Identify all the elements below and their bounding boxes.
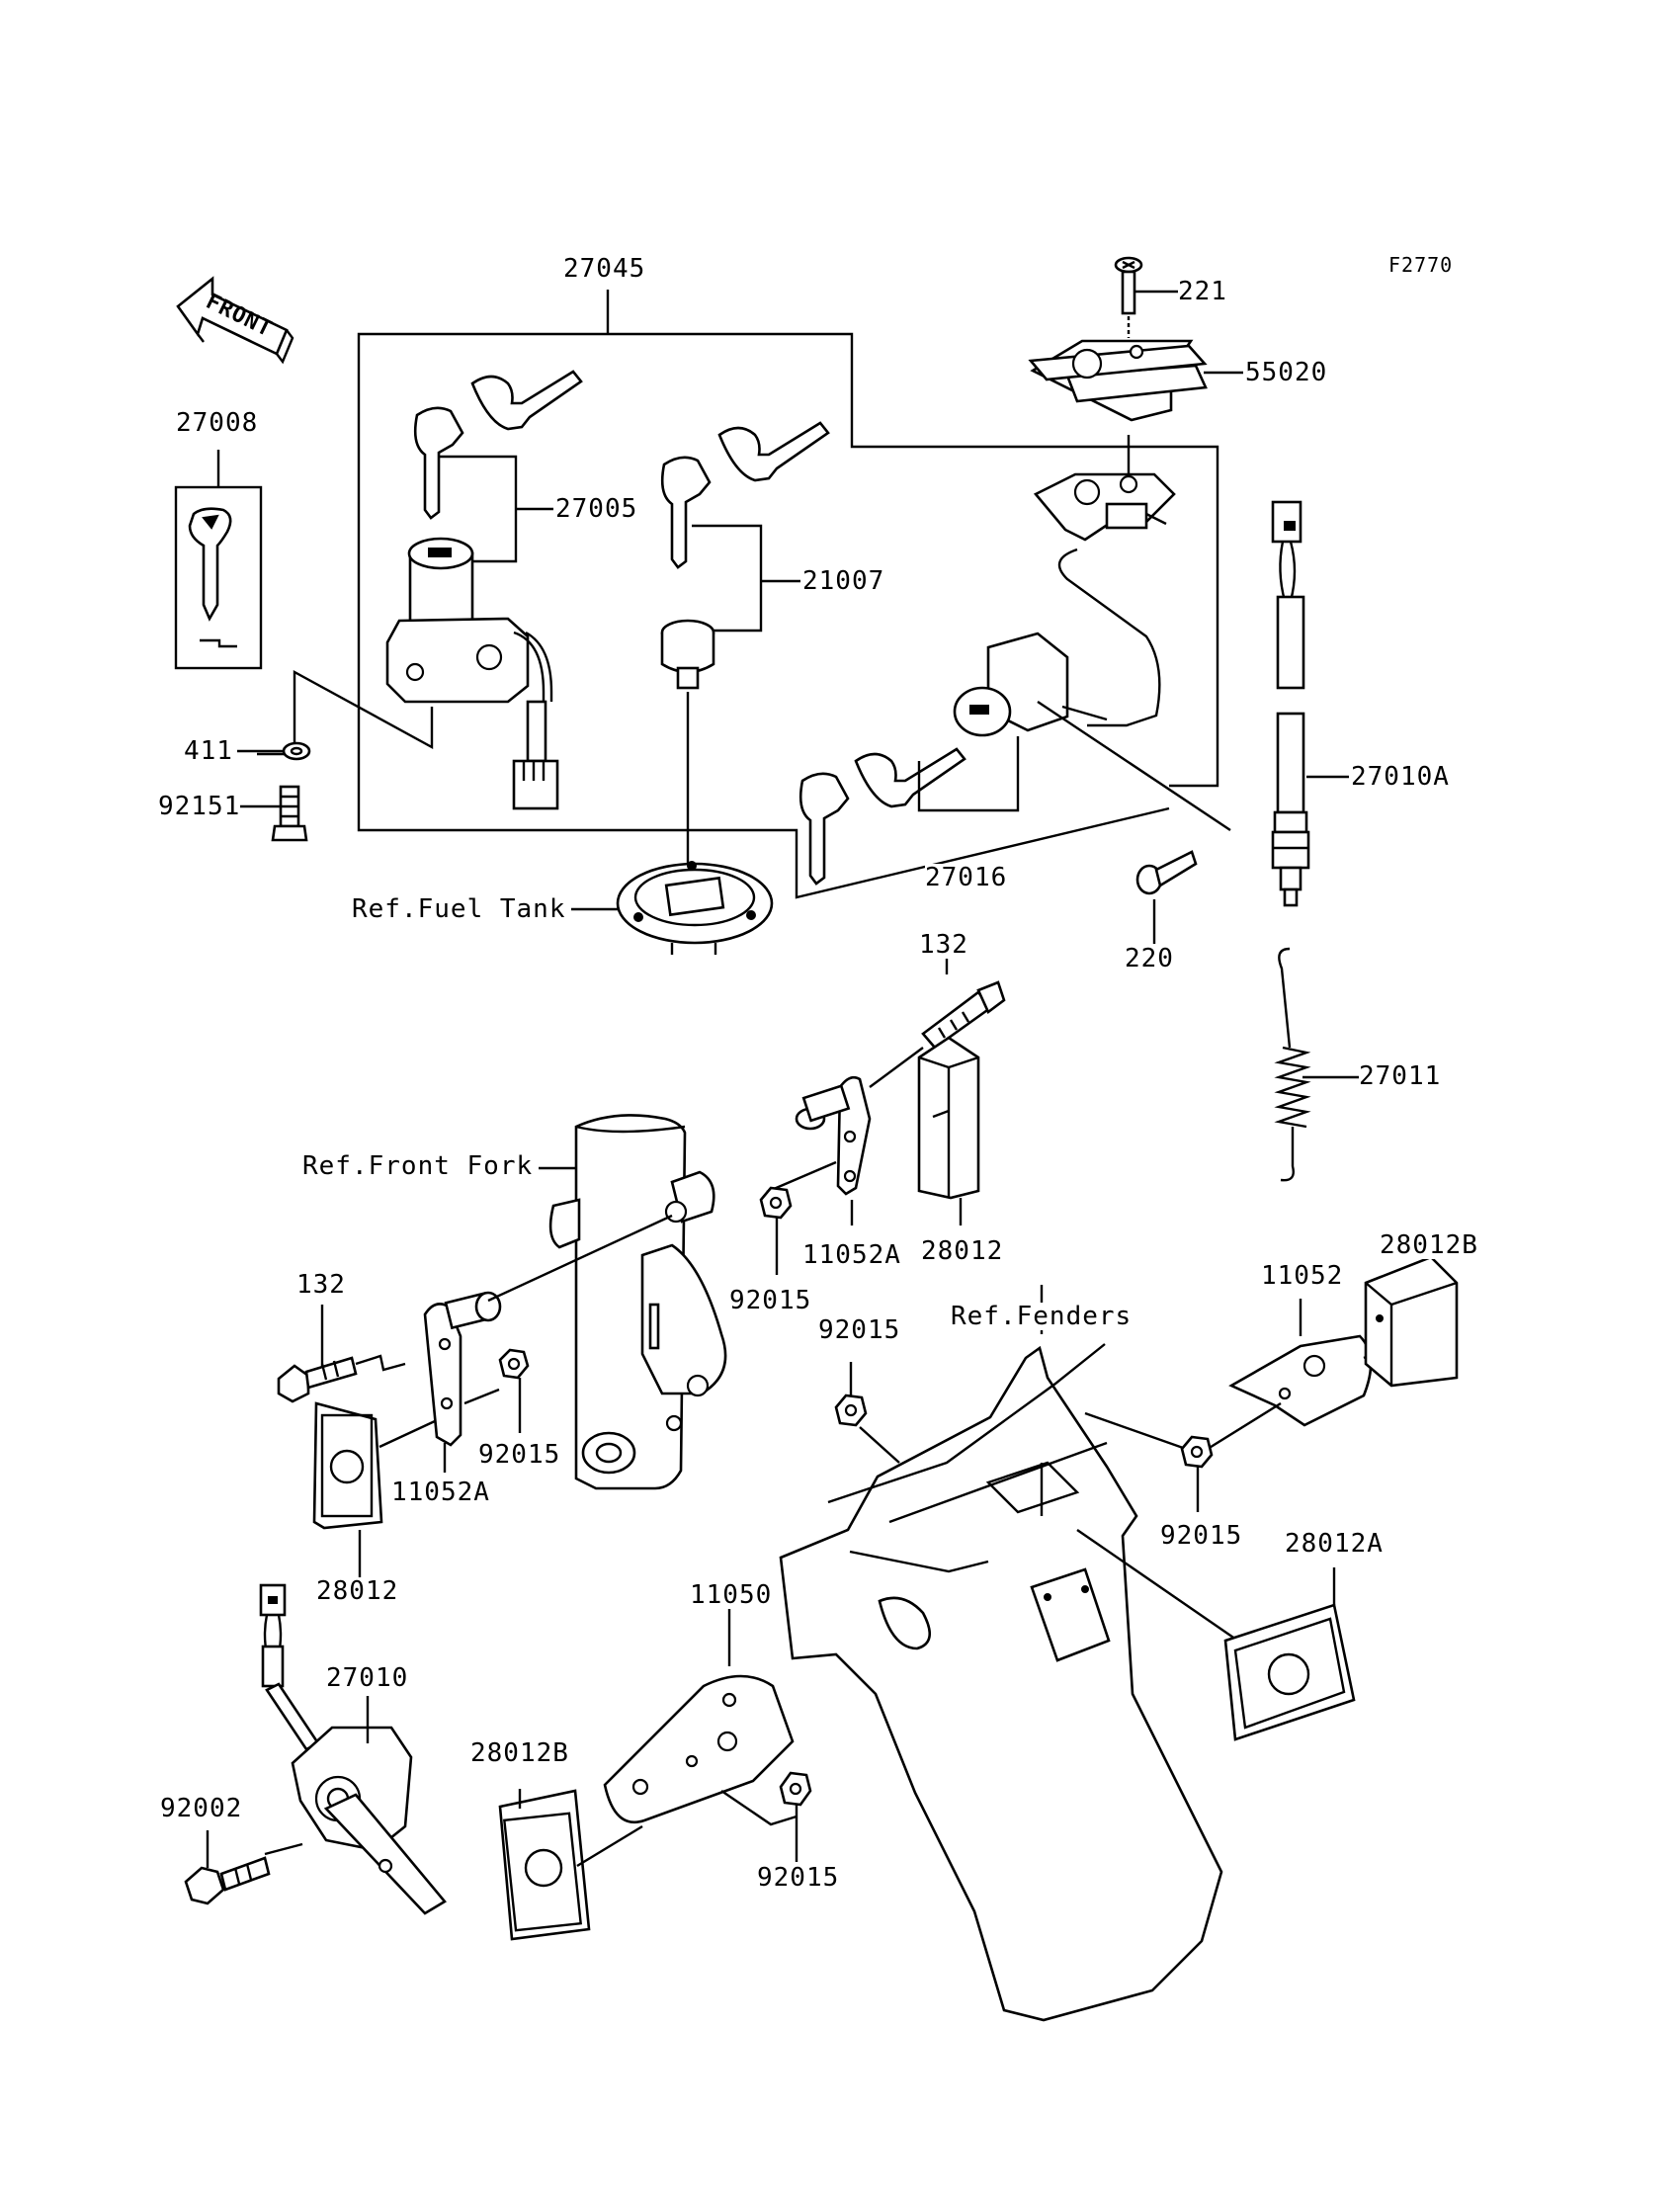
seat-lock-holder: [1033, 435, 1176, 727]
front-arrow-icon: [176, 276, 294, 365]
screw-221: [1114, 256, 1178, 338]
bracket-11052A-upper: [766, 1075, 872, 1225]
callout-28012-upper: 28012: [921, 1236, 1004, 1266]
bracket-11052A-lower: [378, 1214, 673, 1473]
lock-cylinder-cap: [660, 619, 715, 870]
callout-27016: 27016: [925, 863, 1008, 892]
callout-ref-front-fork: Ref.Front Fork: [302, 1151, 534, 1181]
callout-221: 221: [1178, 277, 1227, 306]
washer-411: [237, 741, 311, 761]
nut-92015-fender: [834, 1362, 868, 1427]
callout-92002: 92002: [160, 1794, 243, 1823]
rear-fender: [779, 1285, 1256, 2022]
front-fork: [539, 1114, 727, 1490]
keys-21007: [660, 421, 830, 633]
callout-92151: 92151: [158, 792, 241, 821]
callout-27011: 27011: [1359, 1061, 1442, 1091]
callout-21007: 21007: [802, 566, 885, 596]
seat-lock: [953, 632, 1231, 831]
bolt-92002: [184, 1830, 271, 1905]
callout-11050: 11050: [690, 1580, 773, 1610]
nut-92015-upper: [759, 1186, 793, 1275]
bolt-92151: [239, 785, 308, 842]
reflector-28012B-upper: [1364, 1241, 1459, 1388]
nut-92015-bracket: [779, 1771, 812, 1862]
callout-220: 220: [1125, 944, 1174, 973]
callout-ref-fenders: Ref.Fenders: [951, 1302, 1133, 1331]
spring-27011: [1274, 947, 1359, 1182]
callout-55020: 55020: [1245, 358, 1328, 387]
ignition-switch: [257, 537, 559, 810]
screw-220: [1135, 850, 1198, 944]
figure-code: F2770: [1388, 251, 1454, 279]
callout-411: 411: [184, 736, 233, 766]
callout-11052A-lower: 11052A: [391, 1478, 490, 1507]
callout-ref-fuel-tank: Ref.Fuel Tank: [352, 894, 566, 924]
callout-11052A-upper: 11052A: [802, 1240, 901, 1270]
switch-27010: [259, 1583, 447, 1915]
reflector-28012-upper: [917, 1036, 980, 1225]
callout-132-lower: 132: [296, 1270, 346, 1300]
keys-27005: [413, 370, 583, 563]
bolt-132-lower: [277, 1305, 406, 1403]
plate-55020: [1028, 339, 1243, 422]
switch-27010A: [1271, 500, 1349, 907]
callout-27005: 27005: [555, 494, 638, 524]
reflector-28012B-lower: [498, 1789, 643, 1941]
callout-28012B-upper: 28012B: [1380, 1230, 1478, 1260]
callout-28012B-lower: 28012B: [470, 1738, 569, 1768]
callout-11052: 11052: [1261, 1261, 1344, 1291]
callout-27008: 27008: [176, 408, 259, 438]
nut-92015-lower: [498, 1348, 530, 1433]
fuel-tank-cap: [571, 861, 774, 955]
bracket-27045: [357, 290, 1219, 899]
bracket-11050: [603, 1603, 798, 1826]
callout-92015-fender: 92015: [818, 1315, 901, 1345]
key-27008: [174, 450, 263, 670]
callout-92015-right: 92015: [1160, 1521, 1243, 1551]
callout-132-upper: 132: [919, 930, 968, 960]
reflector-28012-lower: [312, 1401, 383, 1577]
bracket-11052: [1207, 1299, 1385, 1451]
nut-92015-right: [1180, 1435, 1214, 1512]
reflector-28012A: [1223, 1567, 1356, 1741]
keys-27016: [798, 736, 1020, 886]
callout-28012A: 28012A: [1285, 1529, 1384, 1559]
callout-27010: 27010: [326, 1663, 409, 1693]
callout-92015-bracket: 92015: [757, 1863, 840, 1893]
callout-27010A: 27010A: [1351, 762, 1450, 792]
callout-27045: 27045: [563, 254, 646, 284]
callout-92015-upper: 92015: [729, 1286, 812, 1315]
callout-28012-lower: 28012: [316, 1576, 399, 1606]
callout-92015-lower: 92015: [478, 1440, 561, 1470]
